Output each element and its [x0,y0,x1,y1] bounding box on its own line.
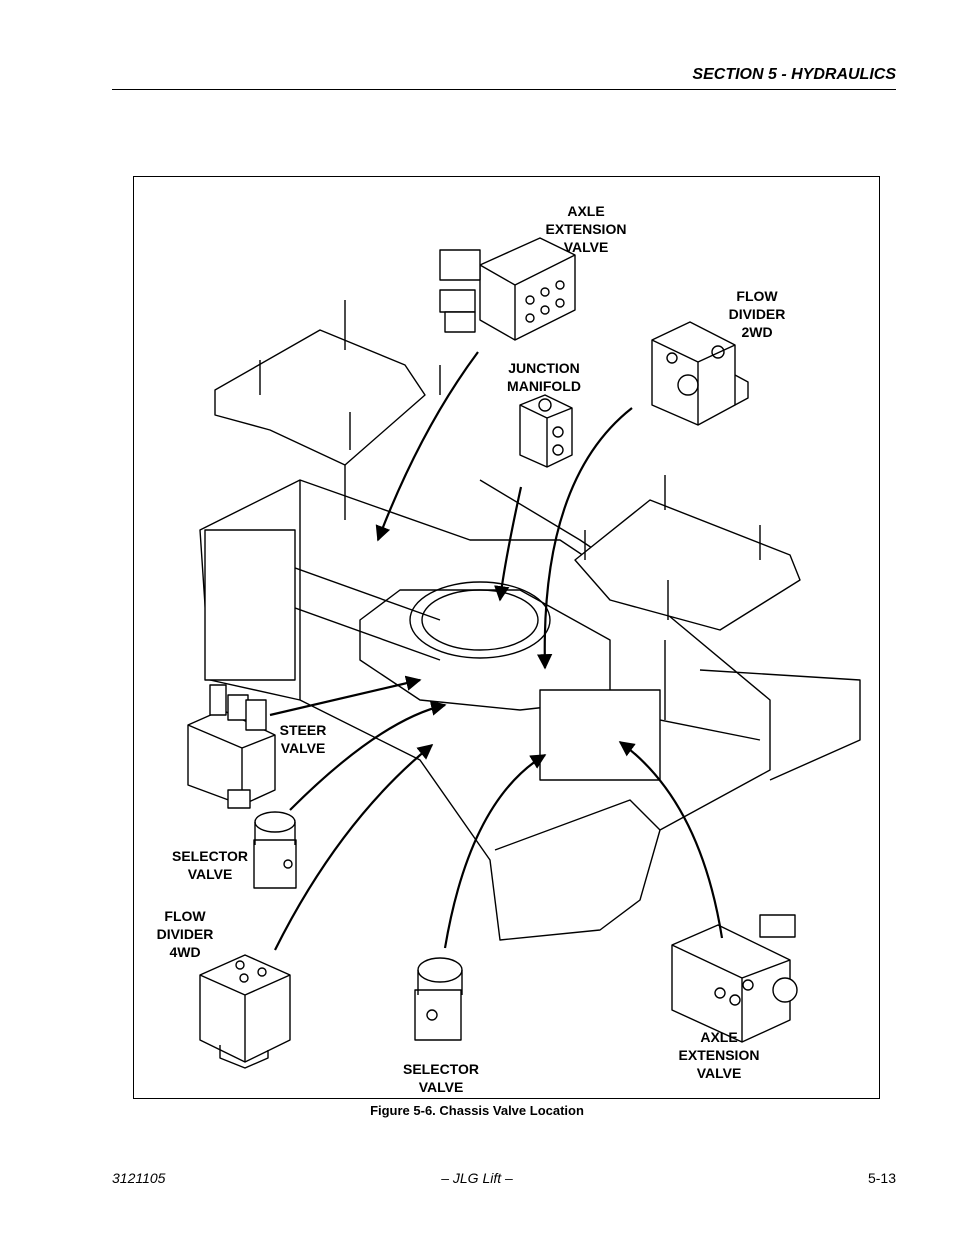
header-rule [112,89,896,90]
callout-line: AXLE [567,203,605,219]
figure-frame [133,176,880,1099]
callout-line: 4WD [169,944,201,960]
callout-axle-extension-valve-bottom: AXLE EXTENSION VALVE [669,1028,769,1082]
junction-manifold-part [519,394,573,468]
footer-center-text: – JLG Lift – [441,1170,513,1186]
callout-line: VALVE [563,239,609,255]
callout-line: VALVE [187,866,233,882]
callout-line: DIVIDER [728,306,786,322]
callout-line: JUNCTION [508,360,580,376]
callout-line: SELECTOR [172,848,248,864]
steer-valve-part [187,684,276,809]
callout-selector-valve-bottom: SELECTOR VALVE [391,1060,491,1096]
selector-valve-bottom-part [414,957,463,1041]
callout-line: VALVE [696,1065,742,1081]
axle-extension-valve-top-part [439,237,576,341]
selector-valve-left-part [253,811,297,889]
flow-divider-4wd-part [199,954,291,1069]
callout-line: AXLE [700,1029,738,1045]
cover-plate-left [214,300,441,520]
callout-line: 2WD [741,324,773,340]
callout-flow-divider-2wd: FLOW DIVIDER 2WD [712,287,802,341]
callout-line: EXTENSION [678,1047,760,1063]
pointer-arrows [269,351,724,951]
footer-doc-number: 3121105 [112,1170,166,1186]
callout-steer-valve: STEER VALVE [268,721,338,757]
callout-junction-manifold: JUNCTION MANIFOLD [494,359,594,395]
callout-line: FLOW [164,908,206,924]
callout-line: SELECTOR [403,1061,479,1077]
axle-extension-valve-bottom-part [671,914,798,1043]
callout-selector-valve-left: SELECTOR VALVE [160,847,260,883]
callout-line: MANIFOLD [507,378,581,394]
callout-line: VALVE [418,1079,464,1095]
section-title: SECTION 5 - HYDRAULICS [692,66,896,83]
callout-flow-divider-4wd: FLOW DIVIDER 4WD [145,907,225,961]
callout-line: VALVE [280,740,326,756]
callout-line: EXTENSION [545,221,627,237]
callout-line: FLOW [736,288,778,304]
callout-line: DIVIDER [156,926,214,942]
figure-caption: Figure 5-6. Chassis Valve Location [370,1103,584,1118]
callout-line: STEER [279,722,327,738]
footer-page-number: 5-13 [867,1170,896,1186]
callout-axle-extension-valve-top: AXLE EXTENSION VALVE [536,202,636,256]
cover-plate-right [574,475,801,720]
flow-divider-2wd-part [651,321,749,426]
